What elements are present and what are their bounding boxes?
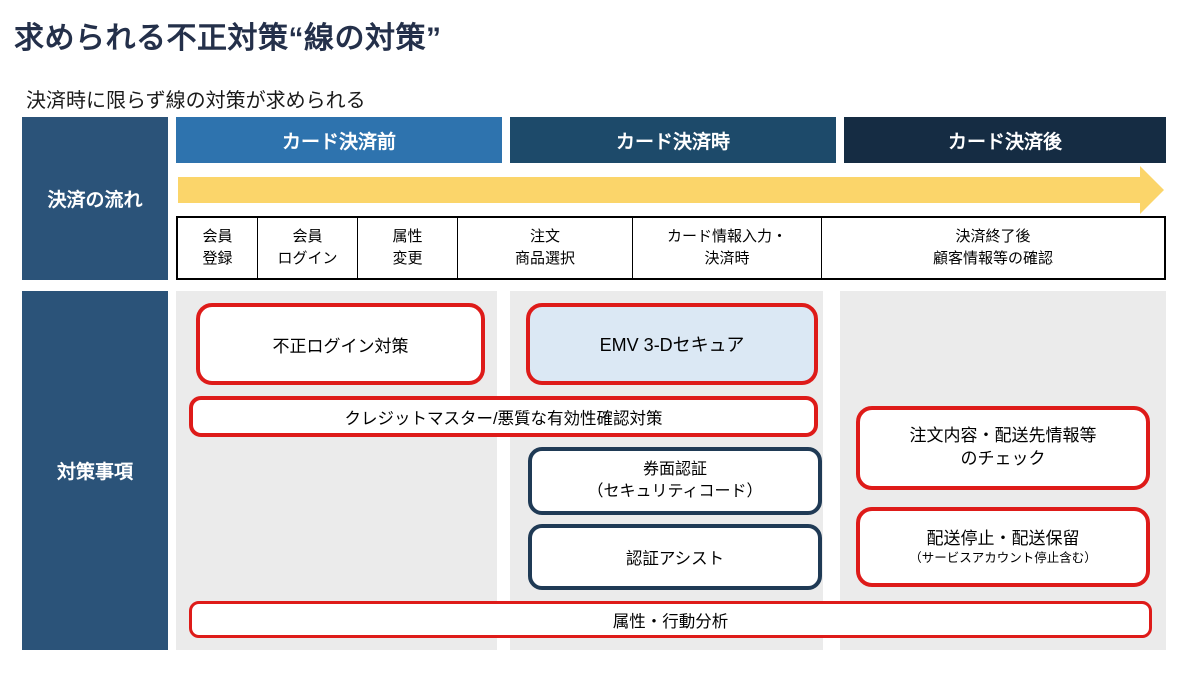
step-text: 会員 — [292, 228, 323, 246]
phase-header-during-payment: カード決済時 — [510, 117, 836, 163]
measure-order-check: 注文内容・配送先情報等 のチェック — [856, 406, 1150, 490]
measure-text: 認証アシスト — [625, 550, 725, 568]
measure-text: 注文内容・配送先情報等 — [909, 426, 1097, 446]
phase-header-before-payment: カード決済前 — [176, 117, 502, 163]
step-order-product-select: 注文 商品選択 — [458, 218, 633, 278]
measure-emv-3d-secure: EMV 3-Dセキュア — [526, 303, 818, 385]
page-subtitle: 決済時に限らず線の対策が求められる — [26, 90, 366, 112]
sidebar-measures-label: 対策事項 — [22, 291, 168, 650]
step-attribute-change: 属性 変更 — [358, 218, 458, 278]
step-text: 商品選択 — [514, 250, 575, 267]
step-post-payment-confirm: 決済終了後 顧客情報等の確認 — [822, 218, 1164, 278]
measure-credit-master: クレジットマスター/悪質な有効性確認対策 — [189, 396, 818, 437]
step-text: 決済終了後 — [955, 228, 1031, 246]
measure-delivery-hold: 配送停止・配送保留 （サービスアカウント停止含む） — [856, 507, 1150, 587]
step-text: ログイン — [277, 250, 338, 267]
measure-text: 属性・行動分析 — [612, 612, 729, 631]
step-text: 決済時 — [704, 250, 750, 267]
step-card-info-entry: カード情報入力・ 決済時 — [633, 218, 822, 278]
step-member-registration: 会員 登録 — [178, 218, 258, 278]
sidebar-measures-text: 対策事項 — [56, 462, 133, 483]
phase-during-text: カード決済時 — [615, 131, 730, 153]
measure-text: （セキュリティコード） — [587, 483, 763, 500]
step-text: 注文 — [529, 228, 560, 246]
measure-subtext: （サービスアカウント停止含む） — [909, 550, 1097, 565]
measure-text: のチェック — [960, 449, 1046, 468]
measure-text: 不正ログイン対策 — [272, 336, 409, 356]
sidebar-flow-text: 決済の流れ — [47, 190, 143, 211]
phase-after-text: カード決済後 — [947, 131, 1062, 153]
step-text: 属性 — [392, 228, 423, 246]
steps-header-row: 会員 登録 会員 ログイン 属性 変更 注文 商品選択 カード情報入力・ 決済時… — [176, 216, 1166, 280]
measure-text: 券面認証 — [642, 461, 707, 479]
measure-auth-assist: 認証アシスト — [528, 524, 822, 590]
step-text: カード情報入力・ — [666, 228, 787, 246]
measure-fraud-login: 不正ログイン対策 — [196, 303, 485, 385]
step-text: 変更 — [392, 250, 423, 267]
measure-card-face-auth: 券面認証 （セキュリティコード） — [528, 447, 822, 515]
step-text: 登録 — [202, 250, 233, 267]
timeline-arrow-head-icon — [1140, 166, 1164, 214]
sidebar-payment-flow-label: 決済の流れ — [22, 117, 168, 280]
timeline-arrow-body — [178, 177, 1140, 203]
step-member-login: 会員 ログイン — [258, 218, 358, 278]
measure-text: EMV 3-Dセキュア — [599, 335, 745, 355]
phase-before-text: カード決済前 — [281, 131, 396, 153]
phase-header-after-payment: カード決済後 — [844, 117, 1166, 163]
step-text: 会員 — [202, 228, 233, 246]
page-title: 求められる不正対策“線の対策” — [14, 22, 442, 55]
measure-text: クレジットマスター/悪質な有効性確認対策 — [344, 409, 663, 428]
measure-attribute-behavior-analysis: 属性・行動分析 — [189, 601, 1152, 638]
measure-text: 配送停止・配送保留 — [926, 528, 1080, 548]
step-text: 顧客情報等の確認 — [932, 250, 1053, 267]
